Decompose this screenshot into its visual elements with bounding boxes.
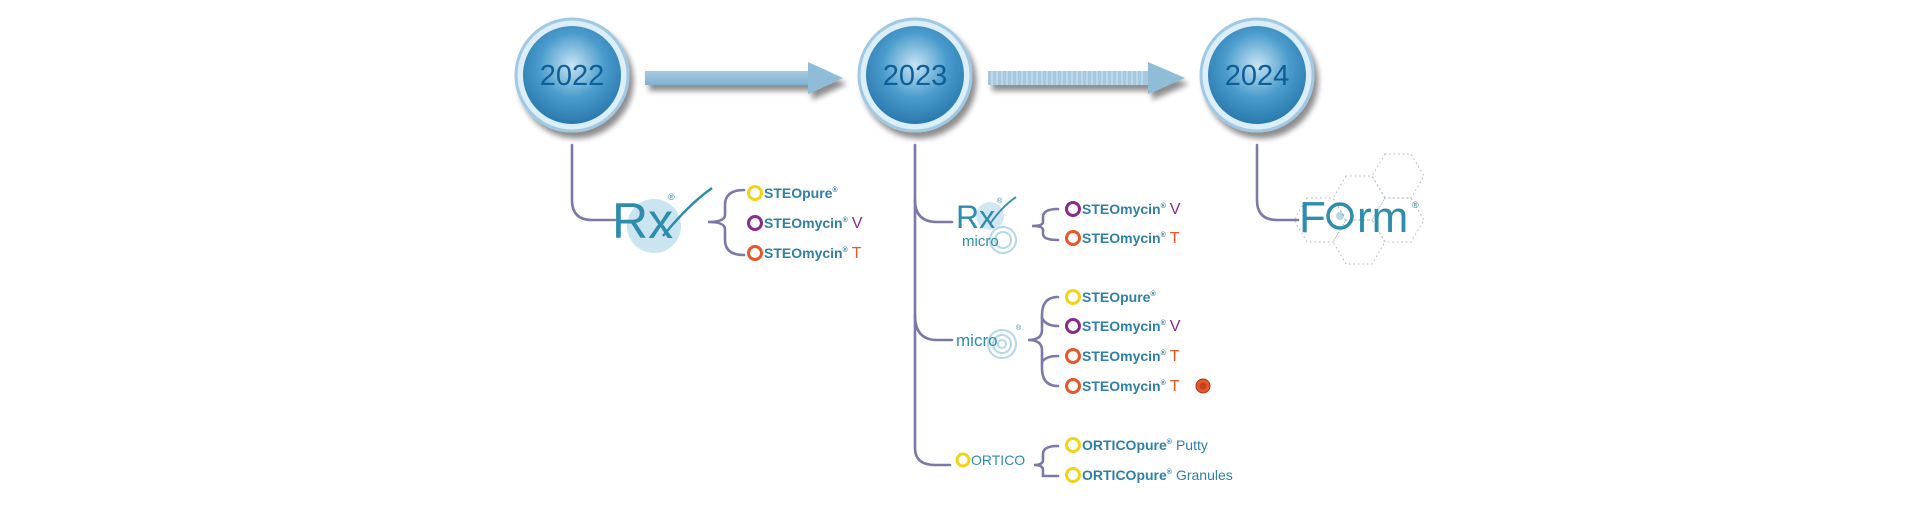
arrow-solid-2022-2023 [645, 62, 843, 94]
product-osteopure-micro: STEOpure® [1065, 289, 1156, 305]
registered-mark: ® [1161, 349, 1167, 357]
product-osteomycin-v-rx-micro: STEOmycin®V [1065, 201, 1181, 218]
product-osteomycin-t-micro: STEOmycin®T [1065, 348, 1180, 365]
rx-micro-logo-2023: Rx ® micro [956, 196, 1017, 254]
year-node-2022 [514, 17, 630, 133]
rx-logo-2022: Rx ® [612, 186, 713, 253]
product-osteomycin-v-micro: STEOmycin®V [1065, 318, 1181, 335]
svg-text:STEOmycin®T: STEOmycin®T [1082, 348, 1180, 365]
registered-mark: ® [843, 246, 849, 254]
product-name: ORTICOpure [1082, 437, 1167, 453]
svg-text:STEOmycin®V: STEOmycin®V [764, 215, 863, 232]
product-name: STEOmycin [764, 215, 843, 231]
suffix-v: V [1170, 201, 1181, 218]
cortico-logo-2023: ORTICO [955, 452, 1025, 468]
product-osteopure-2022: STEOpure® [747, 185, 838, 201]
year-label-2024: 2024 [1225, 60, 1290, 92]
registered-mark: ® [1161, 231, 1167, 239]
svg-text:STEOpure®: STEOpure® [1082, 289, 1156, 305]
connector-2024-form [1255, 143, 1300, 222]
year-label-2022: 2022 [540, 60, 605, 92]
micro-registered-mark: ® [1016, 324, 1022, 332]
product-name: STEOmycin [1082, 318, 1161, 334]
registered-mark: ® [1167, 438, 1173, 446]
svg-text:ORTICOpure®Putty: ORTICOpure®Putty [1082, 437, 1208, 453]
connector-2022-rx [570, 143, 617, 222]
product-name: STEOmycin [1082, 348, 1161, 364]
micro-brand-text: micro [956, 331, 998, 350]
product-osteomycin-v-2022: STEOmycin®V [747, 215, 863, 232]
svg-text:STEOmycin®T: STEOmycin®T [1082, 230, 1180, 247]
connector-2023-rx-micro [913, 198, 954, 224]
svg-text:STEOpure®: STEOpure® [764, 185, 838, 201]
registered-mark: ® [1161, 379, 1167, 387]
suffix-putty: Putty [1176, 437, 1208, 453]
bracket-2022 [707, 188, 746, 257]
svg-text:STEOmycin®T: STEOmycin®T [764, 245, 862, 262]
suffix-v: V [1170, 318, 1181, 335]
svg-text:STEOmycin®V: STEOmycin®V [1082, 318, 1181, 335]
product-name: STEOmycin [1082, 230, 1161, 246]
form-logo-2024: F rm ® [1299, 193, 1419, 242]
product-name: STEOmycin [1082, 378, 1161, 394]
form-brand-rm: rm [1357, 193, 1408, 242]
suffix-v: V [852, 215, 863, 232]
bracket-2023-micro-inner-1 [1040, 316, 1060, 328]
product-osteomycin-t-badge-micro: STEOmycin®T [1065, 378, 1211, 395]
rx-micro-brand-bottom: micro [962, 233, 999, 250]
bracket-2023-micro [1027, 295, 1060, 388]
product-name: STEOpure [764, 185, 833, 201]
svg-text:STEOmycin®T: STEOmycin®T [1082, 378, 1180, 395]
year-node-2023 [857, 17, 973, 133]
registered-mark: ® [1150, 290, 1156, 298]
bracket-2023-rx-micro [1031, 207, 1060, 242]
registered-mark: ® [832, 186, 838, 194]
bracket-2023-micro-inner-2 [1040, 354, 1060, 364]
rx-micro-registered-mark: ® [997, 197, 1003, 205]
suffix-t: T [852, 245, 862, 262]
suffix-t: T [1170, 378, 1180, 395]
form-brand-f: F [1299, 193, 1326, 242]
connector-2023-micro [913, 313, 954, 342]
svg-text:ORTICOpure®Granules: ORTICOpure®Granules [1082, 467, 1233, 483]
form-o-ring-icon [1326, 202, 1354, 230]
product-osteomycin-t-2022: STEOmycin®T [747, 245, 862, 262]
micro-logo-2023: micro ® [956, 324, 1022, 359]
product-osteomycin-t-rx-micro: STEOmycin®T [1065, 230, 1180, 247]
registered-mark: ® [1161, 202, 1167, 210]
cortico-brand-text: ORTICO [971, 452, 1025, 468]
rx-registered-mark: ® [668, 192, 675, 202]
bracket-2023-cortico [1033, 444, 1060, 478]
product-name: ORTICOpure [1082, 467, 1167, 483]
product-name: STEOpure [1082, 289, 1151, 305]
product-name: STEOmycin [1082, 201, 1161, 217]
registered-mark: ® [1167, 468, 1173, 476]
hexagon-pattern-icon [1293, 153, 1425, 265]
registered-mark: ® [843, 216, 849, 224]
arrow-dotted-2023-2024 [988, 62, 1185, 94]
year-node-2024 [1199, 17, 1315, 133]
product-name: STEOmycin [764, 245, 843, 261]
suffix-granules: Granules [1176, 467, 1233, 483]
rx-brand-text: Rx [612, 193, 673, 249]
connector-2023-trunk [913, 143, 952, 467]
suffix-t: T [1170, 230, 1180, 247]
product-corticopure-putty: ORTICOpure®Putty [1065, 437, 1208, 453]
registered-mark: ® [1161, 319, 1167, 327]
svg-text:STEOmycin®V: STEOmycin®V [1082, 201, 1181, 218]
product-corticopure-granules: ORTICOpure®Granules [1065, 467, 1233, 483]
rx-micro-brand-top: Rx [956, 199, 995, 235]
form-registered-mark: ® [1412, 200, 1419, 210]
year-label-2023: 2023 [883, 60, 948, 92]
suffix-t: T [1170, 348, 1180, 365]
